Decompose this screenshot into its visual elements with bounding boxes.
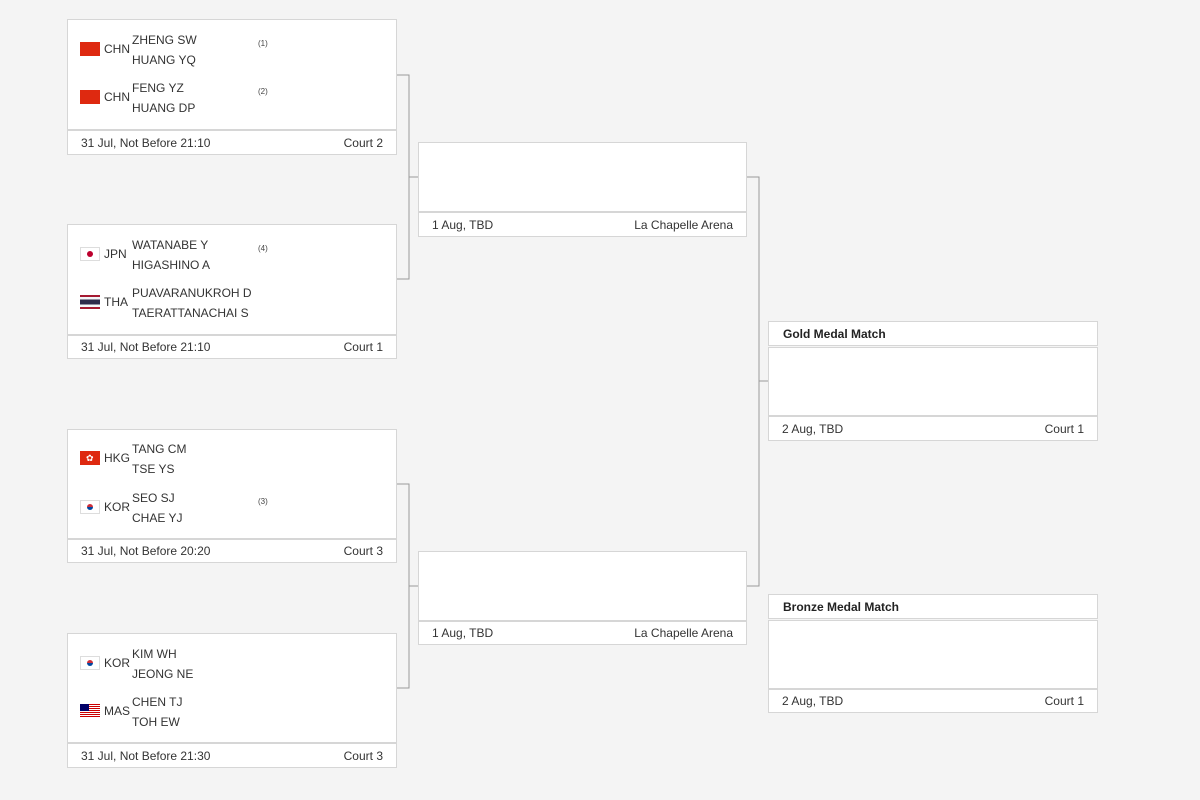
hong-kong-flag-icon: ✿ (80, 451, 100, 465)
thailand-flag-icon (80, 295, 100, 309)
player-name: ZHENG SW (132, 33, 197, 47)
player-name: CHEN TJ (132, 695, 183, 709)
match-venue: Court 1 (1044, 421, 1084, 436)
match-info-r1-4: 31 Jul, Not Before 21:30 Court 3 (67, 743, 397, 768)
match-schedule: 31 Jul, Not Before 21:30 (81, 748, 211, 763)
country-code: THA (104, 295, 128, 309)
malaysia-flag-icon (80, 704, 100, 718)
country-code: KOR (104, 656, 131, 670)
player-name: HIGASHINO A (132, 258, 211, 272)
match-schedule: 31 Jul, Not Before 21:10 (81, 135, 211, 150)
match-info-r1-3: 31 Jul, Not Before 20:20 Court 3 (67, 539, 397, 563)
player-name: TSE YS (132, 462, 175, 476)
match-info-r1-1: 31 Jul, Not Before 21:10 Court 2 (67, 130, 397, 155)
match-schedule: 1 Aug, TBD (432, 217, 494, 232)
country-code: HKG (104, 451, 131, 465)
match-schedule: 1 Aug, TBD (432, 626, 494, 640)
seed-badge: (2) (258, 87, 268, 96)
seed-badge: (3) (258, 497, 268, 506)
match-card-r1-3[interactable]: ✿ HKG TANG CM TSE YS KOR SEO SJ CHAE YJ … (67, 429, 397, 539)
seed-badge: (4) (258, 244, 268, 253)
team-row: ✿ HKG TANG CM TSE YS (80, 439, 380, 479)
seed-badge: (1) (258, 39, 268, 48)
korea-flag-icon (80, 656, 100, 670)
match-schedule: 2 Aug, TBD (782, 694, 844, 708)
team-row: THA PUAVARANUKROH D TAERATTANACHAI S (80, 283, 380, 323)
player-name: HUANG YQ (132, 53, 196, 67)
player-name: FENG YZ (132, 81, 184, 95)
gold-medal-title: Gold Medal Match (768, 321, 1098, 346)
match-card-gold[interactable] (768, 347, 1098, 416)
player-name: PUAVARANUKROH D (132, 286, 252, 300)
player-name: SEO SJ (132, 491, 175, 505)
match-venue: La Chapelle Arena (634, 626, 733, 640)
china-flag-icon (80, 90, 100, 104)
player-name: JEONG NE (132, 667, 194, 681)
country-code: KOR (104, 500, 131, 514)
player-name: KIM WH (132, 647, 177, 661)
team-row: KOR KIM WH JEONG NE (80, 644, 380, 684)
player-name: HUANG DP (132, 101, 196, 115)
player-name: TOH EW (132, 715, 180, 729)
match-info-bronze: 2 Aug, TBD Court 1 (768, 689, 1098, 713)
country-code: JPN (104, 247, 127, 261)
bronze-medal-title: Bronze Medal Match (768, 594, 1098, 619)
team-row: JPN WATANABE Y HIGASHINO A (4) (80, 235, 380, 275)
china-flag-icon (80, 42, 100, 56)
match-venue: Court 1 (1044, 694, 1084, 708)
match-info-semi-1: 1 Aug, TBD La Chapelle Arena (418, 212, 747, 237)
player-name: TANG CM (132, 442, 187, 456)
match-card-r1-2[interactable]: JPN WATANABE Y HIGASHINO A (4) THA PUAVA… (67, 224, 397, 335)
team-row: CHN FENG YZ HUANG DP (2) (80, 78, 380, 118)
player-name: TAERATTANACHAI S (132, 306, 249, 320)
japan-flag-icon (80, 247, 100, 261)
match-venue: Court 3 (343, 544, 383, 558)
match-info-semi-2: 1 Aug, TBD La Chapelle Arena (418, 621, 747, 645)
team-row: CHN ZHENG SW HUANG YQ (1) (80, 30, 380, 70)
country-code: CHN (104, 90, 130, 104)
team-row: MAS CHEN TJ TOH EW (80, 692, 380, 732)
korea-flag-icon (80, 500, 100, 514)
match-venue: Court 1 (343, 340, 383, 354)
match-info-r1-2: 31 Jul, Not Before 21:10 Court 1 (67, 335, 397, 359)
country-code: CHN (104, 42, 130, 56)
match-card-r1-1[interactable]: CHN ZHENG SW HUANG YQ (1) CHN FENG YZ HU… (67, 19, 397, 130)
match-schedule: 31 Jul, Not Before 20:20 (81, 544, 211, 558)
match-card-r1-4[interactable]: KOR KIM WH JEONG NE MAS CHEN TJ TOH EW (67, 633, 397, 743)
match-venue: Court 3 (343, 748, 383, 763)
match-card-bronze[interactable] (768, 620, 1098, 689)
match-venue: La Chapelle Arena (634, 217, 733, 232)
match-schedule: 31 Jul, Not Before 21:10 (81, 340, 211, 354)
country-code: MAS (104, 704, 131, 718)
player-name: CHAE YJ (132, 511, 183, 525)
team-row: KOR SEO SJ CHAE YJ (3) (80, 488, 380, 528)
match-schedule: 2 Aug, TBD (782, 421, 844, 436)
match-card-semi-2[interactable] (418, 551, 747, 621)
match-card-semi-1[interactable] (418, 142, 747, 212)
match-info-gold: 2 Aug, TBD Court 1 (768, 416, 1098, 441)
player-name: WATANABE Y (132, 238, 209, 252)
match-venue: Court 2 (343, 135, 383, 150)
